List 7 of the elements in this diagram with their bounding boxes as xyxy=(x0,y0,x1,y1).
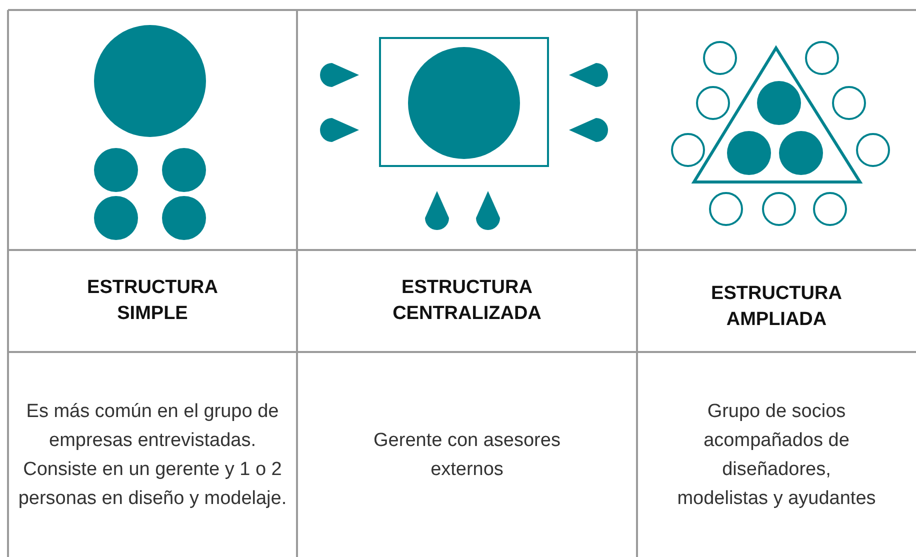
column-heading: ESTRUCTURA SIMPLE xyxy=(86,276,219,326)
description-text: Grupo de socios acompañados de diseñadores, modelistas y ayudantes xyxy=(677,400,876,510)
column-heading: ESTRUCTURA AMPLIADA xyxy=(710,282,843,332)
description-text: Gerente con asesores externos xyxy=(372,428,562,482)
column-heading: ESTRUCTURA CENTRALIZADA xyxy=(392,276,542,326)
description-text: Es más común en el grupo de empresas entrevistadas. xyxy=(25,400,280,452)
description-text: Consiste en un gerente y 1 o 2 personas en diseño y modelaje. xyxy=(17,458,288,510)
